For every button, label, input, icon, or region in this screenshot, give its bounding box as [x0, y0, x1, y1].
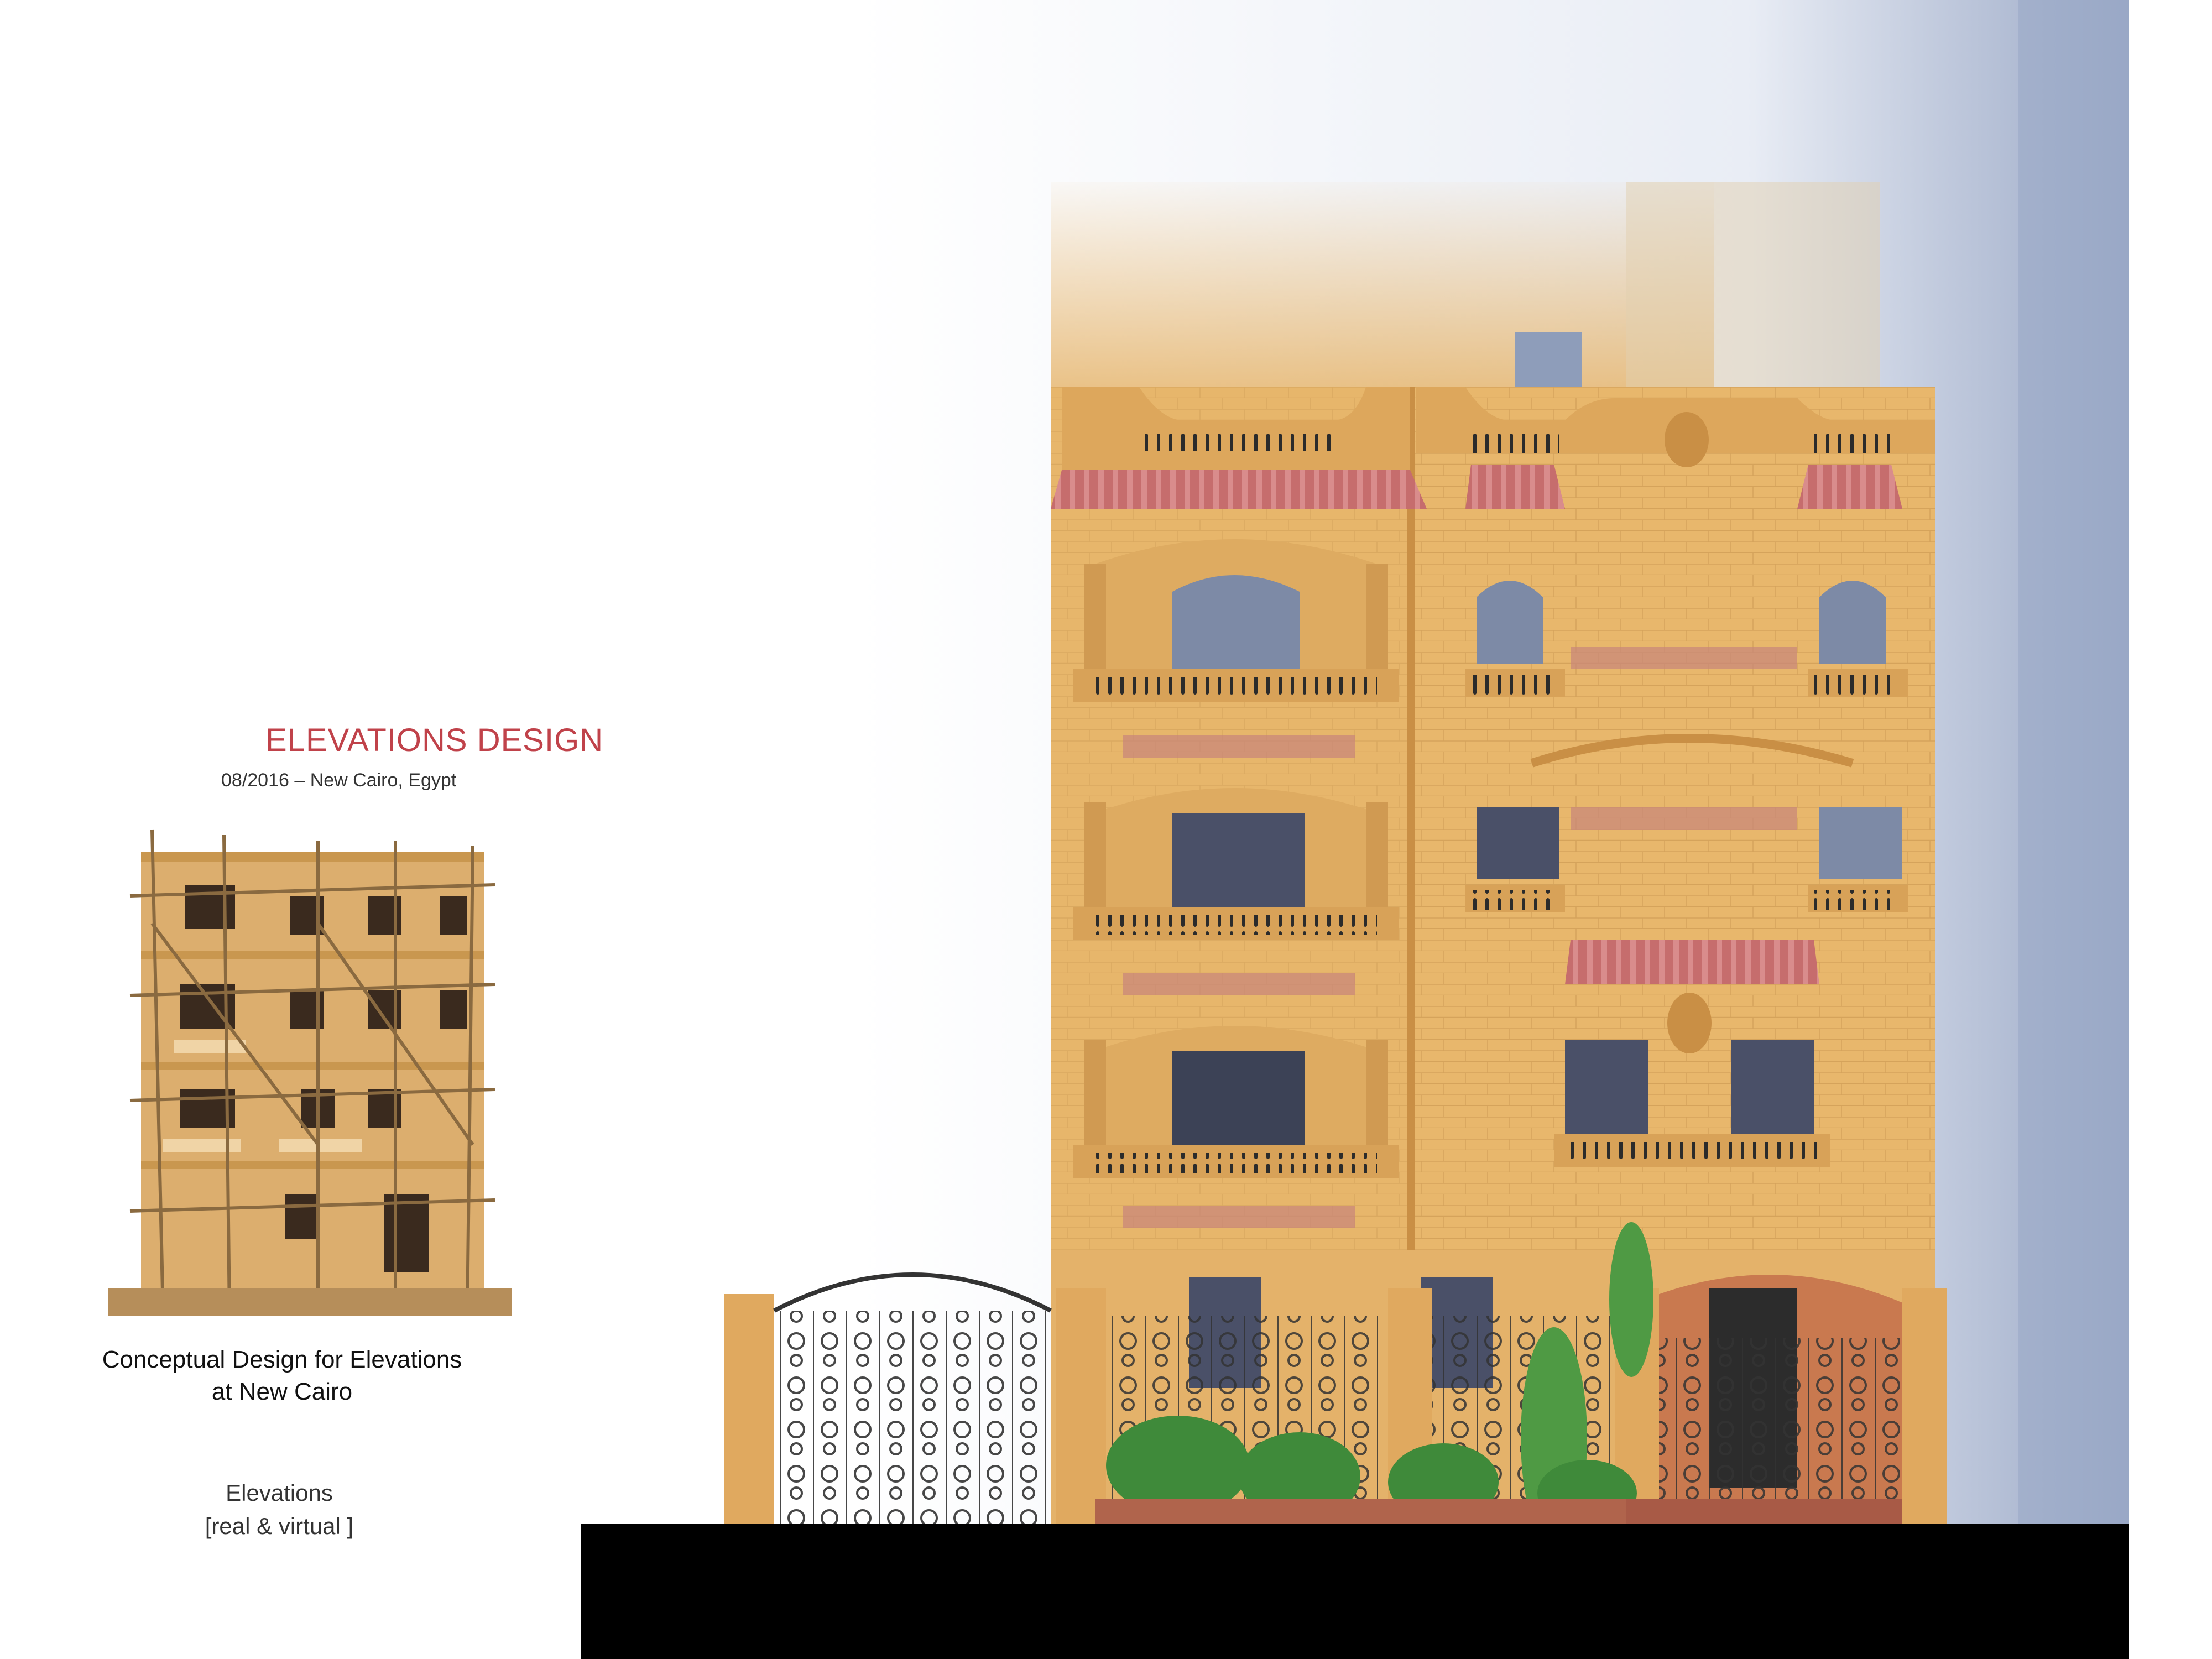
caption-line-1: Conceptual Design for Elevations: [102, 1346, 462, 1373]
ground-band: [581, 1524, 2129, 1659]
construction-photo-image: [108, 813, 512, 1316]
elevations-note: Elevations [real & virtual ]: [166, 1477, 393, 1543]
page-title: ELEVATIONS DESIGN: [265, 722, 604, 758]
left-bay-floors: [1073, 539, 1399, 1228]
project-caption: Conceptual Design for Elevations at New …: [83, 1344, 481, 1408]
note-line-2: [real & virtual ]: [205, 1513, 354, 1539]
caption-line-2: at New Cairo: [211, 1378, 353, 1405]
right-bay-floors: [1465, 581, 1908, 1167]
facade-render-image: [581, 0, 2129, 1659]
facade-render: [581, 0, 2212, 1659]
date-location: 08/2016 – New Cairo, Egypt: [221, 770, 457, 791]
note-line-1: Elevations: [226, 1480, 333, 1506]
construction-photo: [108, 813, 512, 1316]
